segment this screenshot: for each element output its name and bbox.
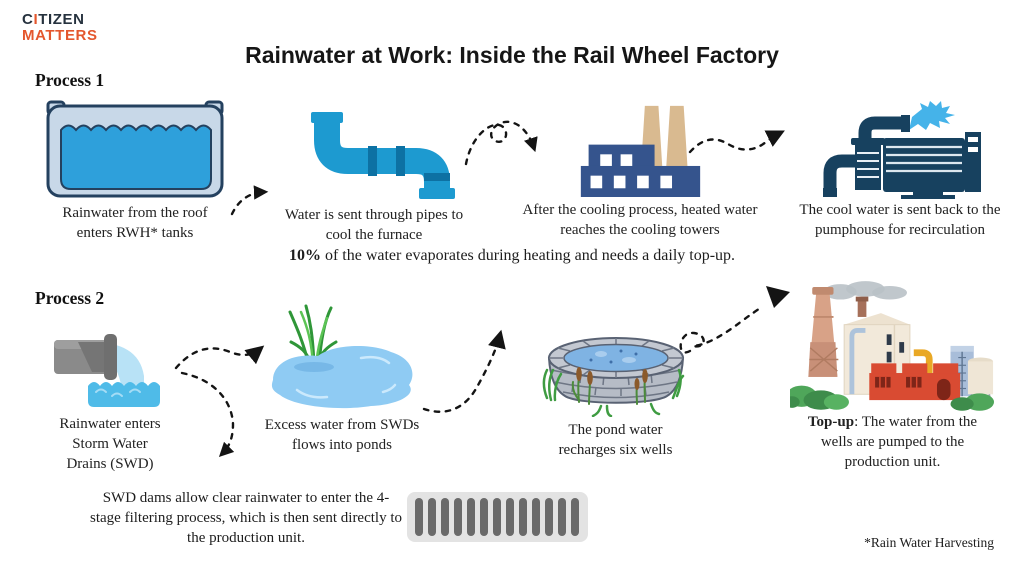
pump-icon	[822, 101, 981, 199]
process-1-label: Process 1	[35, 70, 105, 90]
step-pump: The cool water is sent back to the pumph…	[787, 100, 1013, 241]
production-unit-factory-icon	[790, 281, 995, 411]
logo-line-matters: MATTERS	[22, 26, 98, 44]
arrow-well-to-production-unit	[679, 286, 790, 354]
step-caption: The pond water recharges six wells	[558, 422, 673, 458]
arrow-factory-to-pump	[688, 130, 785, 154]
step-caption: Rainwater enters Storm Water Drains (SWD…	[59, 416, 161, 472]
step-caption: Water is sent through pipes to cool the …	[284, 207, 464, 243]
page-title: Rainwater at Work: Inside the Rail Wheel…	[245, 42, 779, 68]
step-cooling-towers: After the cooling process, heated water …	[520, 100, 760, 241]
process-2-label: Process 2	[35, 288, 105, 308]
step-well: The pond water recharges six wells	[533, 332, 698, 461]
pipe-icon	[310, 112, 455, 199]
well-icon	[542, 337, 684, 417]
citizen-matters-logo: CITIZEN MATTERS	[22, 12, 98, 44]
step-caption: Rainwater from the roof enters RWH* tank…	[62, 205, 208, 241]
step-caption: Excess water from SWDs flows into ponds	[264, 417, 420, 453]
rwh-footnote: *Rain Water Harvesting	[864, 535, 994, 550]
arrow-pond-to-well	[422, 329, 506, 413]
step-storm-water-drain: Rainwater enters Storm Water Drains (SWD…	[30, 312, 190, 474]
step-caption: After the cooling process, heated water …	[522, 202, 758, 238]
arrow-tank-to-pipe	[230, 185, 269, 216]
rwh-tank-icon	[46, 100, 224, 198]
storm-water-drain-icon	[53, 334, 160, 407]
drain-grate-icon	[407, 492, 588, 542]
step-pipe: Water is sent through pipes to cool the …	[274, 100, 474, 246]
pond-icon	[271, 304, 413, 409]
arrow-pipe-to-factory	[464, 120, 538, 166]
step-pond: Excess water from SWDs flows into ponds	[262, 300, 422, 456]
step-caption: Top-up: The water from the wells are pum…	[807, 414, 978, 470]
step-caption: The cool water is sent back to the pumph…	[799, 202, 1001, 238]
step-rwh-tank: Rainwater from the roof enters RWH* tank…	[35, 100, 235, 244]
logo-line-citizen: CITIZEN	[22, 11, 85, 28]
cooling-towers-factory-icon	[580, 105, 700, 197]
arrow-drain-to-swd-note	[180, 371, 235, 458]
evaporation-note: 10% of the water evaporates during heati…	[288, 247, 736, 264]
step-production-unit: Top-up: The water from the wells are pum…	[790, 278, 995, 472]
swd-dams-note: SWD dams allow clear rainwater to enter …	[90, 490, 403, 546]
